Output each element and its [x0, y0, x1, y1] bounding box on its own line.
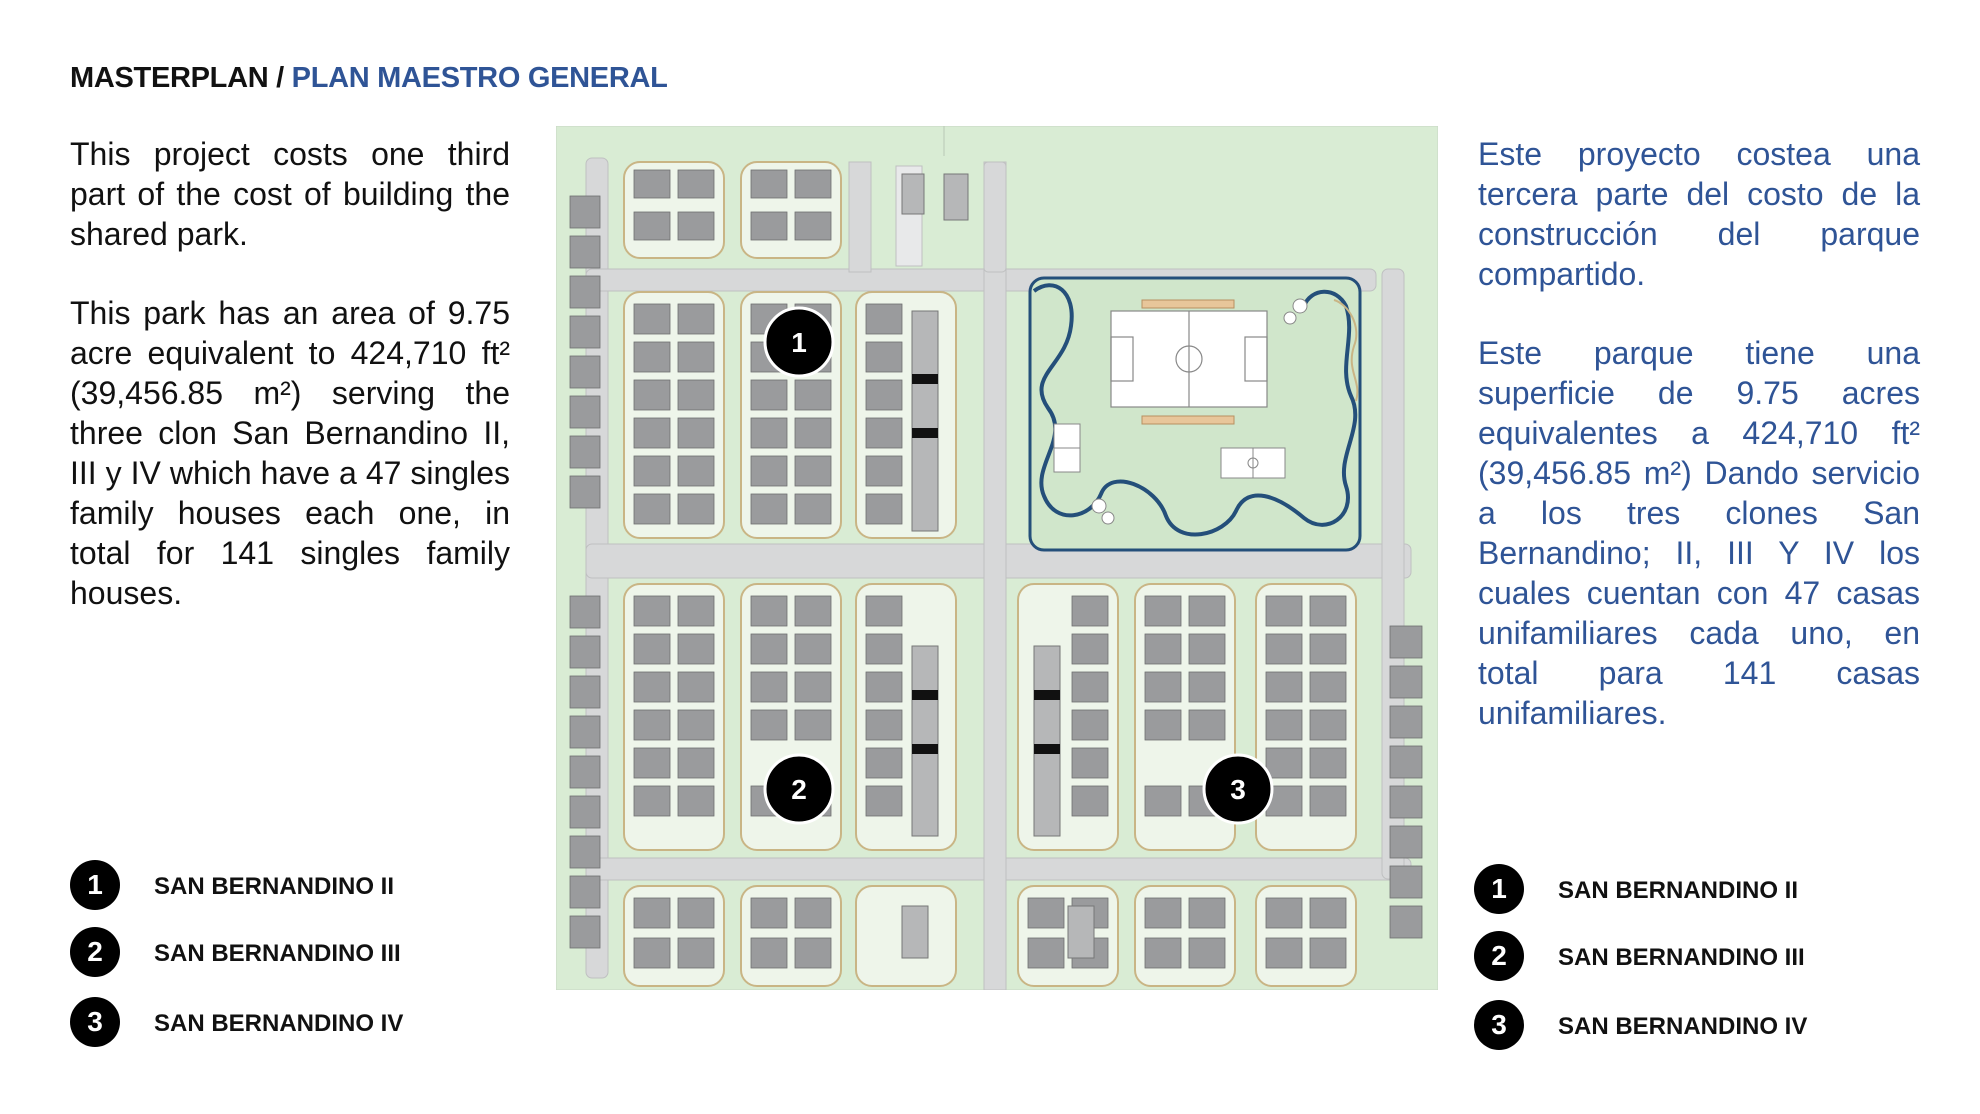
legend-label: SAN BERNANDINO IV	[154, 1010, 404, 1037]
clone-marker-1: 1	[763, 306, 835, 378]
legend-label: SAN BERNANDINO III	[1558, 944, 1805, 971]
legend-label: SAN BERNANDINO II	[154, 873, 395, 900]
clone-marker-3: 3	[1202, 753, 1274, 825]
tennis-court-icon	[1053, 423, 1081, 473]
legend-item: 2 SAN BERNANDINO III	[70, 927, 490, 979]
legend-label: SAN BERNANDINO IV	[1558, 1013, 1808, 1040]
clone-marker-2: 2	[763, 753, 835, 825]
marker-number: 3	[1230, 774, 1246, 805]
title-spanish: PLAN MAESTRO GENERAL	[291, 62, 668, 94]
legend-item: 3 SAN BERNANDINO IV	[70, 997, 490, 1049]
english-paragraph-cost: This project costs one third part of the…	[70, 136, 510, 252]
central-park	[1028, 276, 1362, 552]
legend-label: SAN BERNANDINO II	[1558, 877, 1799, 904]
marker-number: 1	[791, 327, 807, 358]
spanish-paragraph-cost: Este proyecto costea una tercera parte d…	[1478, 136, 1920, 292]
legend-label: SAN BERNANDINO III	[154, 940, 401, 967]
number-badge: 1	[1474, 864, 1524, 914]
number-badge: 3	[1474, 1000, 1524, 1050]
spanish-paragraph-area: Este parque tiene una superficie de 9.75…	[1478, 335, 1920, 731]
legend-item: 1 SAN BERNANDINO II	[1474, 864, 1894, 916]
basketball-court-icon	[1220, 447, 1286, 479]
number-badge: 2	[1474, 931, 1524, 981]
title-english: MASTERPLAN /	[70, 62, 292, 94]
legend-item: 2 SAN BERNANDINO III	[1474, 931, 1894, 983]
number-badge: 3	[70, 997, 120, 1047]
number-badge: 2	[70, 927, 120, 977]
masterplan-site-plan: 1 2 3	[556, 126, 1438, 990]
page-title: MASTERPLAN / PLAN MAESTRO GENERAL	[70, 62, 668, 95]
legend-item: 1 SAN BERNANDINO II	[70, 860, 490, 912]
soccer-field-icon	[1110, 310, 1268, 408]
amenity-buildings	[901, 173, 1095, 959]
marker-number: 2	[791, 774, 807, 805]
english-paragraph-area: This park has an area of 9.75 acre equiv…	[70, 295, 510, 611]
legend-item: 3 SAN BERNANDINO IV	[1474, 1000, 1894, 1052]
number-badge: 1	[70, 860, 120, 910]
